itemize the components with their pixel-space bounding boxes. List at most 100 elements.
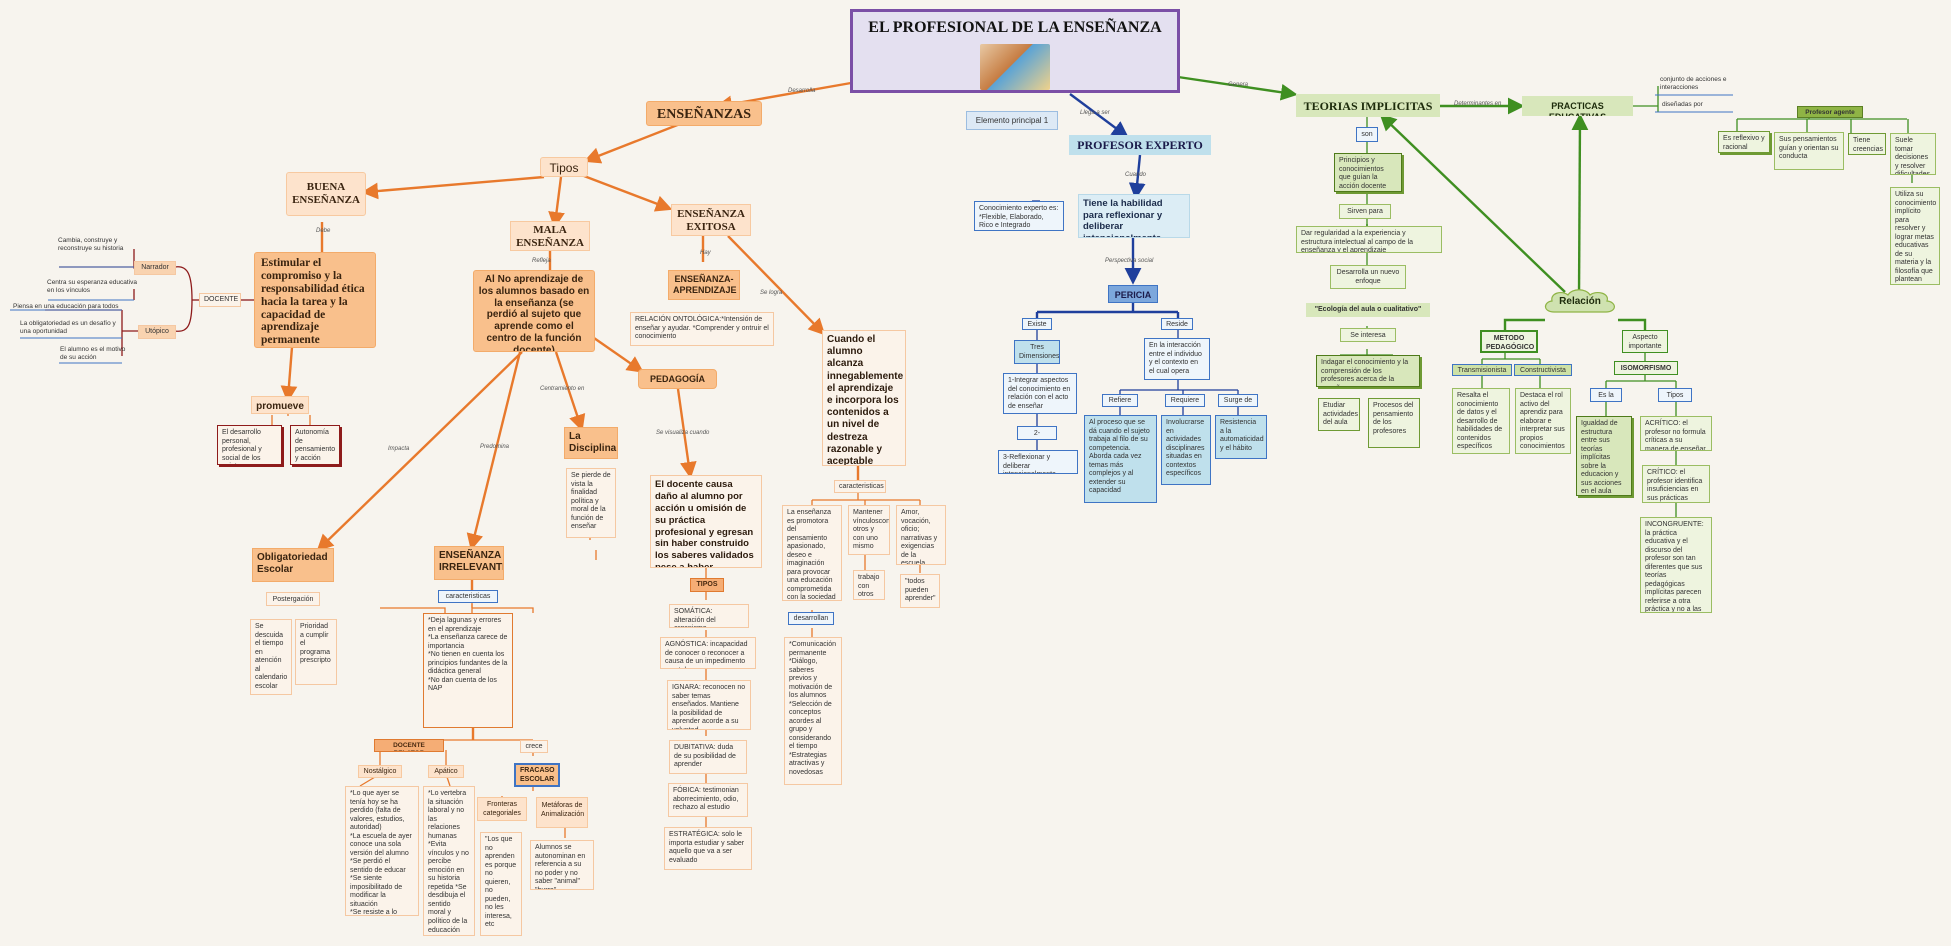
buena-ensenanza-node[interactable]: BUENA ENSEÑANZA [286,172,366,216]
exitosa-caracteristicas-node[interactable]: caracteristicas [834,480,886,493]
car1-node[interactable]: La enseñanza es promotora del pensamient… [782,505,842,601]
obligatoriedad-node[interactable]: Obligatoriedad Escolar [252,548,334,582]
irrelevante-caracteristicas-node[interactable]: caracteristicas [438,590,498,603]
metodo-pedagogico-node[interactable]: METODO PEDAGÓGICO [1480,330,1538,353]
conocimiento-experto-node[interactable]: Conocimiento experto es: *Flexible, Elab… [974,201,1064,231]
desarrollan-text-node[interactable]: *Comunicación permanente *Diálogo, saber… [784,637,842,785]
principios-node[interactable]: Principios y conocimientos que guían la … [1334,153,1402,192]
promueve-node[interactable]: promueve [251,396,309,414]
profesor-experto-node[interactable]: PROFESOR EXPERTO [1069,135,1211,155]
narrador-node[interactable]: Narrador [134,261,176,275]
fronteras-text-node[interactable]: "Los que no aprenden es porque no quiere… [480,832,522,936]
isomorfismo-tipos-node[interactable]: Tipos [1658,388,1692,402]
tipos-pedagogia-node[interactable]: TIPOS [690,578,724,592]
todos-node[interactable]: "todos pueden aprender" [900,574,940,608]
transmisionista-node[interactable]: Transmisionista [1452,364,1512,376]
tres-dimensiones-node[interactable]: Tres Dimensiones [1014,340,1060,364]
se-descuida-node[interactable]: Se descuida el tiempo en atención al cal… [250,619,292,695]
igualdad-node[interactable]: Igualdad de estructura entre sus teorías… [1576,416,1632,496]
somatica-node[interactable]: SOMÁTICA: alteración del organismo [669,604,749,628]
fracaso-escolar-node[interactable]: FRACASO ESCOLAR [514,763,560,787]
existe-node[interactable]: Existe [1022,318,1052,330]
refiere-text-node[interactable]: Al proceso que se dá cuando el sujeto tr… [1084,415,1157,503]
indagar-node[interactable]: Indagar el conocimiento y la comprensión… [1316,355,1420,387]
disciplina-node[interactable]: La Disciplina [564,427,618,459]
interesa-node[interactable]: Se interesa por [1340,328,1396,342]
dubitativa-node[interactable]: DUBITATIVA: duda de su posibilidad de ap… [669,740,747,774]
dim3-node[interactable]: 3-Reflexionar y deliberar intencionalmen… [998,450,1078,474]
tipos-node[interactable]: Tipos [540,157,588,177]
docente-node[interactable]: DOCENTE [199,293,241,307]
fobica-node[interactable]: FÓBICA: testimonian aborrecimiento, odio… [668,783,748,817]
agente-item-2[interactable]: Sus pensamientos guían y orientan su con… [1774,132,1844,170]
acritico-node[interactable]: ACRÍTICO: el profesor no formula crítica… [1640,416,1712,451]
disciplina-text-node[interactable]: Se pierde de vista la finalidad política… [566,468,616,538]
ignara-node[interactable]: IGNARA: reconocen no saber temas enseñad… [667,680,751,730]
apatico-text-node[interactable]: *Lo vertebra la situación laboral y no l… [423,786,475,936]
irrelevante-text-node[interactable]: *Deja lagunas y errores en el aprendizaj… [423,613,513,728]
utiliza-node[interactable]: Utiliza su conocimiento implícito para r… [1890,187,1940,285]
pedagogia-node[interactable]: PEDAGOGÍA [638,369,717,389]
agnostica-node[interactable]: AGNÓSTICA: incapacidad de conocer o reco… [660,637,756,669]
ecologia-node[interactable]: "Ecología del aula o cualitativo" [1306,303,1430,317]
requiere-node[interactable]: Requiere [1165,394,1205,407]
utopico-node[interactable]: Utópico [138,325,176,339]
pericia-node[interactable]: PERICIA [1108,285,1158,303]
relacion-node[interactable]: Relación [1540,288,1620,316]
agente-item-3[interactable]: Tiene creencias [1848,133,1886,155]
profesor-agente-node[interactable]: Profesor agente [1797,106,1863,118]
aspecto-importante-node[interactable]: Aspecto importante [1622,330,1668,353]
desarrollo-node[interactable]: El desarrollo personal, profesional y so… [217,425,282,465]
reside-node[interactable]: Reside [1161,318,1193,330]
fronteras-node[interactable]: Fronteras categoriales [477,797,527,821]
isomorfismo-node[interactable]: ISOMORFISMO [1614,361,1678,375]
car2-node[interactable]: Mantener vínculoscon otros y con uno mis… [848,505,890,555]
agente-item-4[interactable]: Suele tomar decisiones y resolver dificu… [1890,133,1936,175]
teorias-implicitas-node[interactable]: TEORIAS IMPLICITAS [1296,94,1440,117]
son-node[interactable]: son [1356,127,1378,142]
ens-apr-node[interactable]: ENSEÑANZA- APRENDIZAJE [668,270,740,300]
prioridad-node[interactable]: Prioridad a cumplir el programa prescrip… [295,619,337,685]
irrelevante-node[interactable]: ENSEÑANZA IRRELEVANTE [434,546,504,580]
relacion-ontologica-node[interactable]: RELACIÓN ONTOLÓGICA:*Intensión de enseña… [630,312,774,346]
sirven-node[interactable]: Sirven para [1339,204,1391,219]
trabajo-node[interactable]: trabajo con otros [853,570,885,600]
dim2-node[interactable]: 2-Empatía [1017,426,1057,440]
estudiar-node[interactable]: Etudiar actividades del aula [1318,398,1360,431]
surge-text-node[interactable]: Resistencia a la automaticidad y el hábi… [1215,415,1267,459]
mala-ensenanza-node[interactable]: MALA ENSEÑANZA [510,221,590,251]
estimular-node[interactable]: Estimular el compromiso y la responsabil… [254,252,376,348]
surge-node[interactable]: Surge de [1218,394,1258,407]
postergacion-node[interactable]: Postergación [266,592,320,606]
crece-node[interactable]: crece [520,740,548,753]
transmisionista-text-node[interactable]: Resalta el conocimiento de datos y el de… [1452,388,1510,454]
requiere-text-node[interactable]: Involucrarse en actividades disciplinare… [1161,415,1211,485]
incongruente-node[interactable]: INCONGRUENTE: la práctica educativa y el… [1640,517,1712,613]
agente-item-1[interactable]: Es reflexivo y racional [1718,131,1770,153]
ensenanzas-node[interactable]: ENSEÑANZAS [646,101,762,126]
al-no-aprendizaje-node[interactable]: Al No aprendizaje de los alumnos basado … [473,270,595,352]
dar-regularidad-node[interactable]: Dar regularidad a la experiencia y estru… [1296,226,1442,253]
metaforas-node[interactable]: Metáforas de Animalización [536,797,588,828]
interaccion-node[interactable]: En la interacción entre el individuo y e… [1144,338,1210,380]
autonomia-node[interactable]: Autonomía de pensamiento y acción [290,425,340,465]
habilidad-node[interactable]: Tiene la habilidad para reflexionar y de… [1078,194,1190,238]
dim1-node[interactable]: 1-Integrar aspectos del conocimiento en … [1003,373,1077,414]
nostalgico-node[interactable]: Nostálgico [358,765,402,778]
enfoque-node[interactable]: Desarrolla un nuevo enfoque [1330,265,1406,289]
cuando-alumno-node[interactable]: Cuando el alumno alcanza innegablemente … [822,330,906,466]
constructivista-node[interactable]: Constructivista [1514,364,1572,376]
metaforas-text-node[interactable]: Alumnos se autonominan en referencia a s… [530,840,594,890]
nostalgico-text-node[interactable]: *Lo que ayer se tenía hoy se ha perdido … [345,786,419,916]
critico-node[interactable]: CRÍTICO: el profesor identifica insufici… [1642,465,1710,503]
refiere-node[interactable]: Refiere [1102,394,1138,407]
apatico-node[interactable]: Apático [428,765,464,778]
element-principal-node[interactable]: Elemento principal 1 [966,111,1058,130]
exitosa-node[interactable]: ENSEÑANZA EXITOSA [671,204,751,236]
constructivista-text-node[interactable]: Destaca el rol activo del aprendiz para … [1515,388,1571,454]
estrategica-node[interactable]: ESTRATÉGICA: solo le importa estudiar y … [664,827,752,870]
dano-node[interactable]: El docente causa daño al alumno por acci… [650,475,762,568]
procesos-node[interactable]: Procesos del pensamiento de los profesor… [1368,398,1420,448]
practicas-educativas-node[interactable]: PRACTICAS EDUCATIVAS [1522,96,1633,116]
desarrollan-node[interactable]: desarrollan [788,612,834,625]
